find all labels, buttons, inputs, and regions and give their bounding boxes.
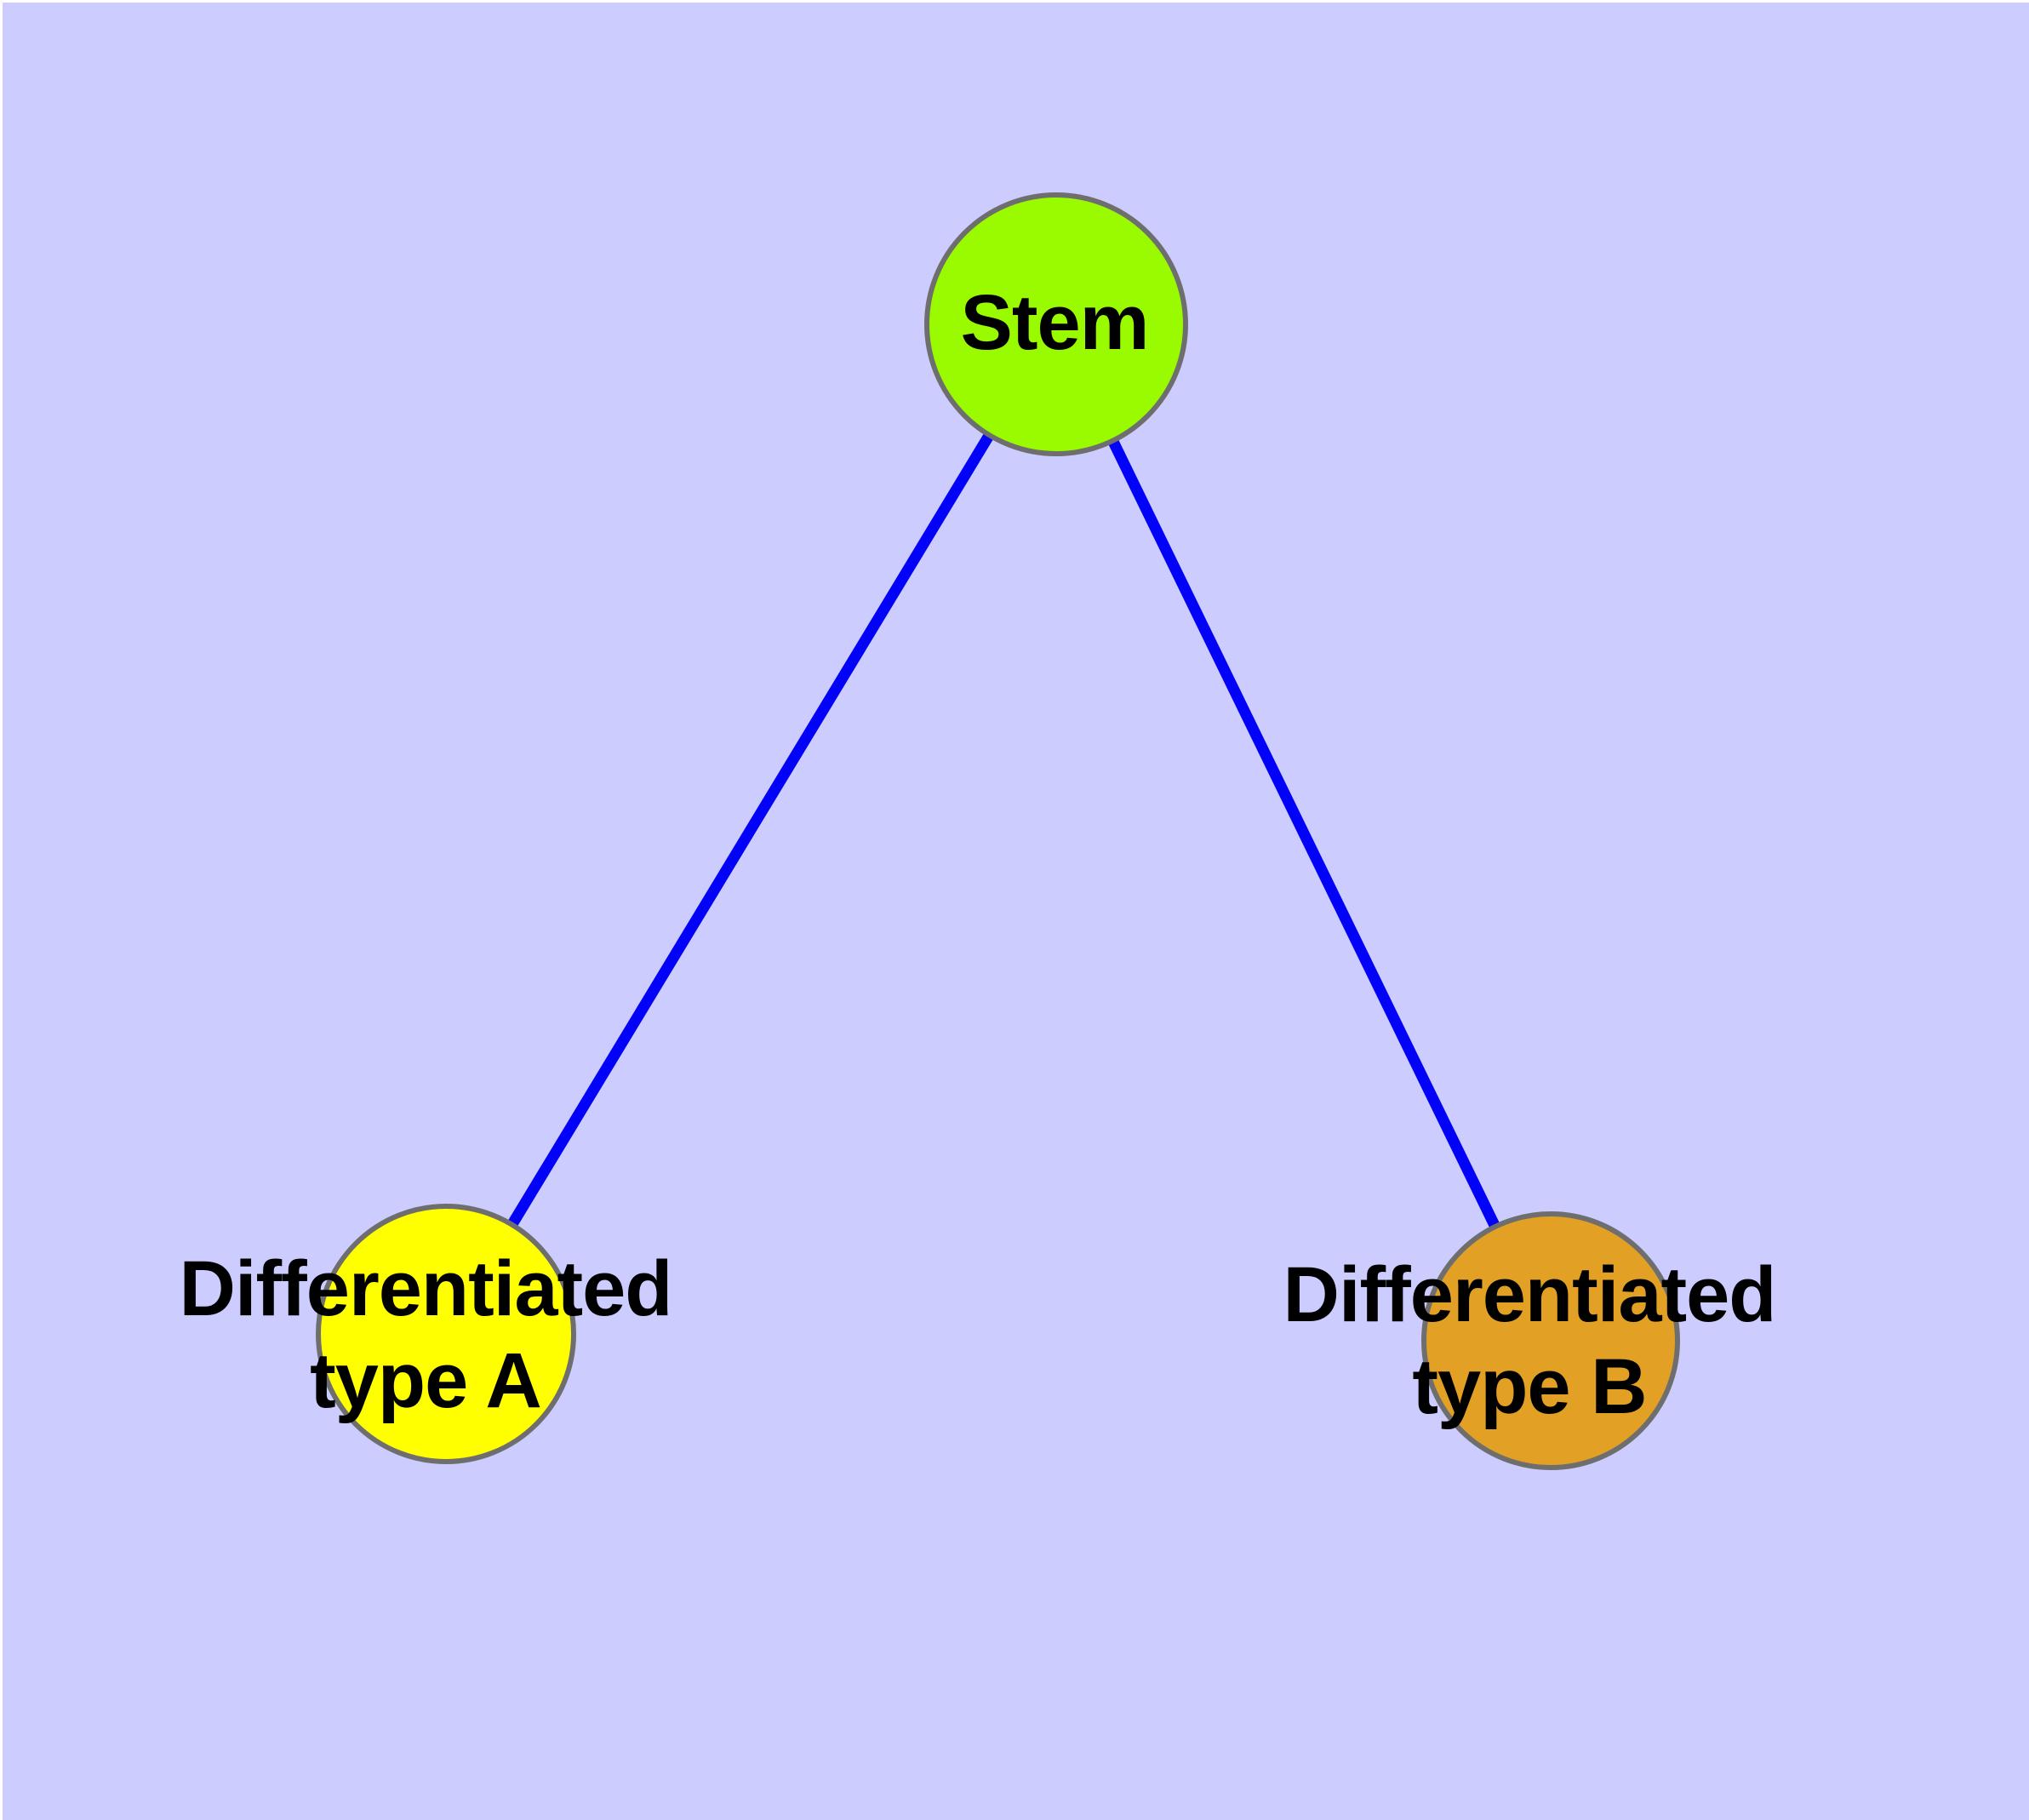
node-differentiated-type-b-circle [1421,1211,1680,1470]
edge-stem-to-typeA [441,321,1061,1337]
node-stem-circle [924,192,1188,456]
node-differentiated-type-b-label: Differentiated type B [1283,1251,1777,1430]
node-differentiated-type-a-label: Differentiated type A [179,1245,673,1424]
node-stem-label: Stem [960,279,1150,366]
graph-svg [316,192,1680,1470]
plot-background: Stem Differentiated type A Differentiate… [3,3,2029,1820]
node-differentiated-type-a-circle [316,1204,576,1464]
edge-stem-to-typeB [1051,322,1556,1343]
